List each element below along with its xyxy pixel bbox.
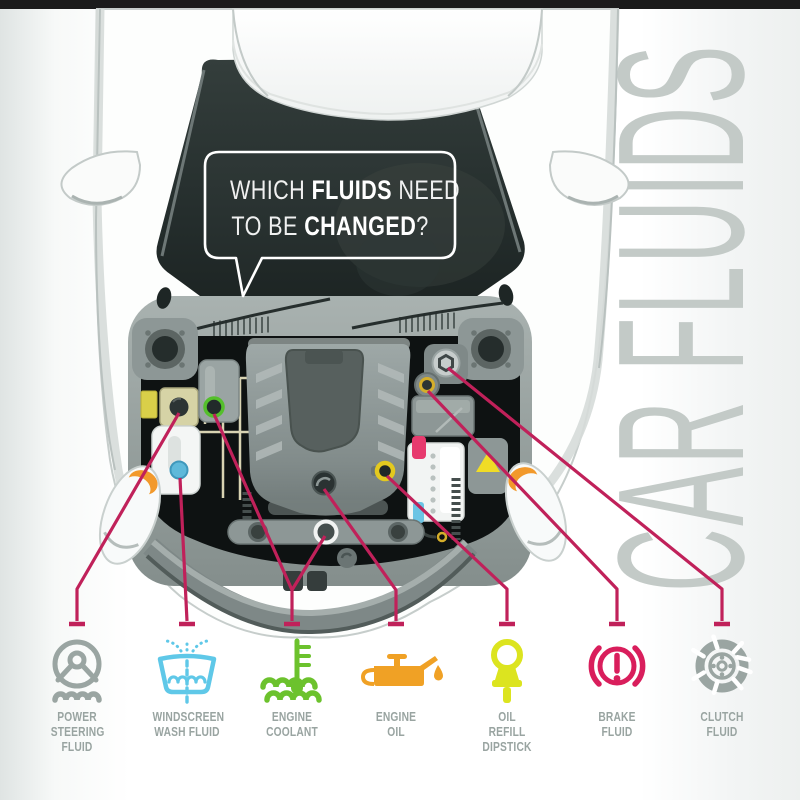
clutch-fluid-icon [691, 634, 753, 696]
windscreen-wash-icon [157, 637, 217, 705]
bubble-text-changed: CHANGED [304, 211, 417, 241]
legend-label-oil-refill-dipstick: OIL REFILL DIPSTICK [482, 710, 532, 754]
oil-dipstick-ring [371, 460, 396, 482]
cowl-hatch-right [399, 312, 455, 333]
legend-label-windscreen-wash: WINDSCREEN WASH FLUID [152, 710, 225, 739]
side-mirror-left [60, 150, 142, 206]
pointer-line-clutch-fluid [446, 366, 724, 621]
windscreen-washer-tank [151, 425, 201, 495]
bubble-text-which: WHICH [230, 175, 312, 205]
fluid-icons [52, 634, 753, 705]
power-steering-reservoir [159, 387, 199, 427]
brake-fluid-icon [588, 645, 646, 687]
speech-bubble-text: WHICH FLUIDS NEED TO BE CHANGED? [230, 172, 460, 244]
brake-fluid-cap [414, 372, 440, 398]
pointer-line-oil-dipstick [385, 474, 509, 621]
pointer-line-power-steering [75, 412, 181, 621]
bumper-slot-left [283, 571, 303, 591]
bubble-text-tobe: TO BE [231, 211, 305, 241]
speaker-left [132, 318, 198, 380]
bubble-text-fluids: FLUIDS [311, 175, 392, 205]
engine-bay [132, 318, 524, 568]
bubble-line-2: TO BE CHANGED? [230, 208, 430, 244]
washer-cap-marker [169, 460, 189, 480]
bubble-text-question: ? [416, 211, 429, 241]
legend-label-engine-oil: ENGINE OIL [375, 710, 417, 739]
coolant-expansion-tank [198, 359, 240, 423]
top-bar [0, 0, 800, 9]
front-crossmember [227, 519, 425, 568]
wiper-right [351, 301, 504, 330]
pointer-line-engine-oil [322, 488, 398, 621]
power-steering-icon [52, 639, 102, 703]
legend-label-power-steering: POWER STEERING FLUID [50, 710, 105, 754]
coolant-overflow-bottle [140, 390, 158, 419]
engine-block [245, 338, 411, 516]
pointer-lines [69, 366, 730, 627]
roof [232, 8, 543, 121]
engine-coolant-icon [260, 638, 322, 703]
bubble-line-1: WHICH FLUIDS NEED [230, 172, 460, 208]
power-steering-cap-marker [169, 397, 189, 417]
coolant-cap-marker [203, 396, 225, 418]
engine-oil-icon [360, 654, 443, 686]
side-mirror-right [548, 150, 630, 206]
speech-bubble [203, 150, 457, 298]
oil-refill-dipstick-icon [491, 639, 523, 703]
warning-triangle [476, 452, 500, 472]
cowl-hatch-left [213, 316, 269, 337]
legend-label-clutch-fluid: CLUTCH FLUID [700, 710, 744, 739]
battery-terminal [412, 436, 426, 459]
front-bumper [143, 538, 478, 635]
legend-label-brake-fluid: BRAKE FLUID [598, 710, 636, 739]
legend-label-engine-coolant: ENGINE COOLANT [266, 710, 318, 739]
speaker-right [458, 318, 524, 380]
horn [337, 548, 357, 568]
fuse-box [411, 395, 475, 437]
pointer-line-engine-coolant [212, 413, 327, 621]
bubble-text-need: NEED [391, 175, 461, 205]
pointer-line-windscreen-wash [178, 477, 189, 622]
oil-filler-cap [311, 470, 337, 496]
radiator-cap-marker [313, 519, 339, 545]
bumper-slot-right [307, 571, 327, 591]
warning-panel [468, 438, 508, 494]
pointer-line-brake-fluid [426, 389, 619, 621]
